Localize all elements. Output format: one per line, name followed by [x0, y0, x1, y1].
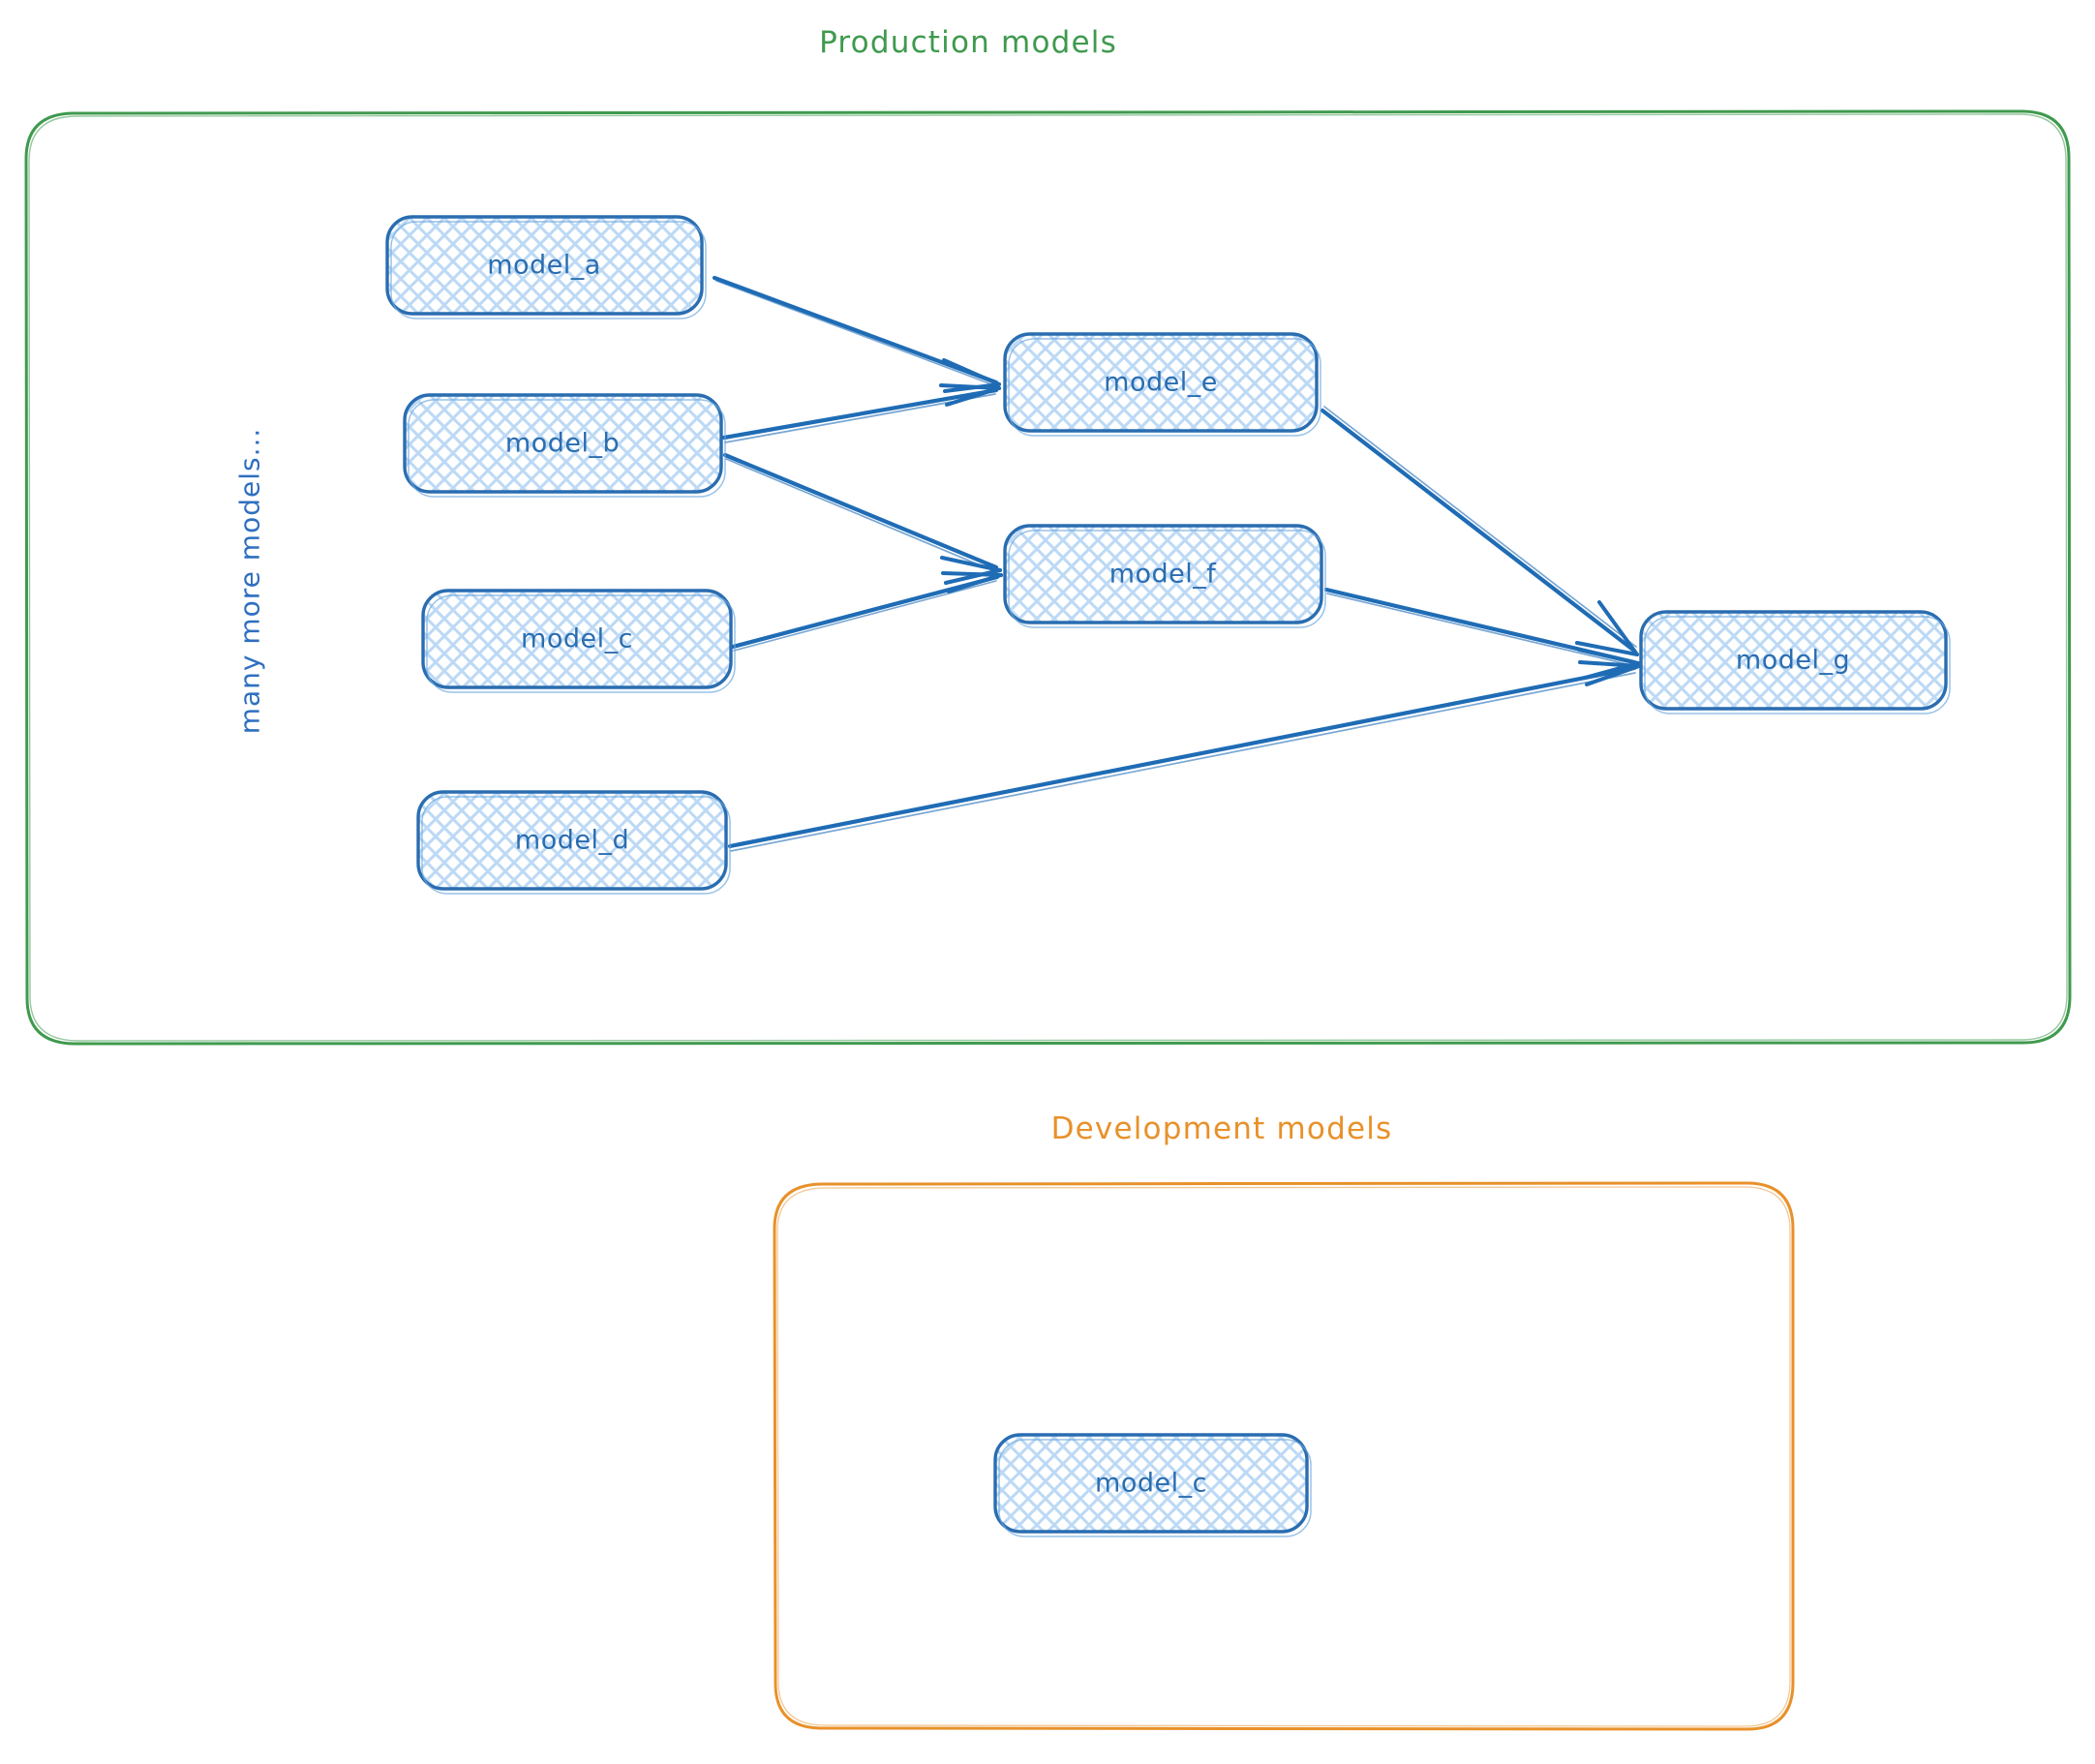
edge-model_e-model_g [1320, 406, 1639, 656]
group-title-development: Development models [1050, 1111, 1393, 1146]
edge-model_a-model_e [712, 275, 1001, 393]
node-model_e[interactable] [1003, 332, 1321, 437]
node-model_g[interactable] [1639, 610, 1951, 715]
node-model_a[interactable] [385, 215, 707, 319]
group-container-production [24, 109, 2072, 1046]
group-title-production: Production models [819, 25, 1117, 60]
node-model_f[interactable] [1003, 524, 1326, 628]
edge-model_b-model_e [721, 383, 1001, 443]
many-more-models-note: many more models... [233, 427, 266, 735]
node-layer [385, 215, 1951, 1537]
node-model_c[interactable] [421, 589, 736, 693]
edge-model_d-model_g [727, 660, 1641, 852]
node-dev-model_c[interactable] [993, 1433, 1312, 1537]
edge-layer [712, 275, 1641, 852]
node-model_b[interactable] [403, 393, 726, 498]
node-model_d[interactable] [416, 790, 731, 895]
edge-model_c-model_f [730, 571, 1003, 652]
edge-model_b-model_f [722, 452, 1002, 585]
group-container-development [773, 1181, 1795, 1731]
